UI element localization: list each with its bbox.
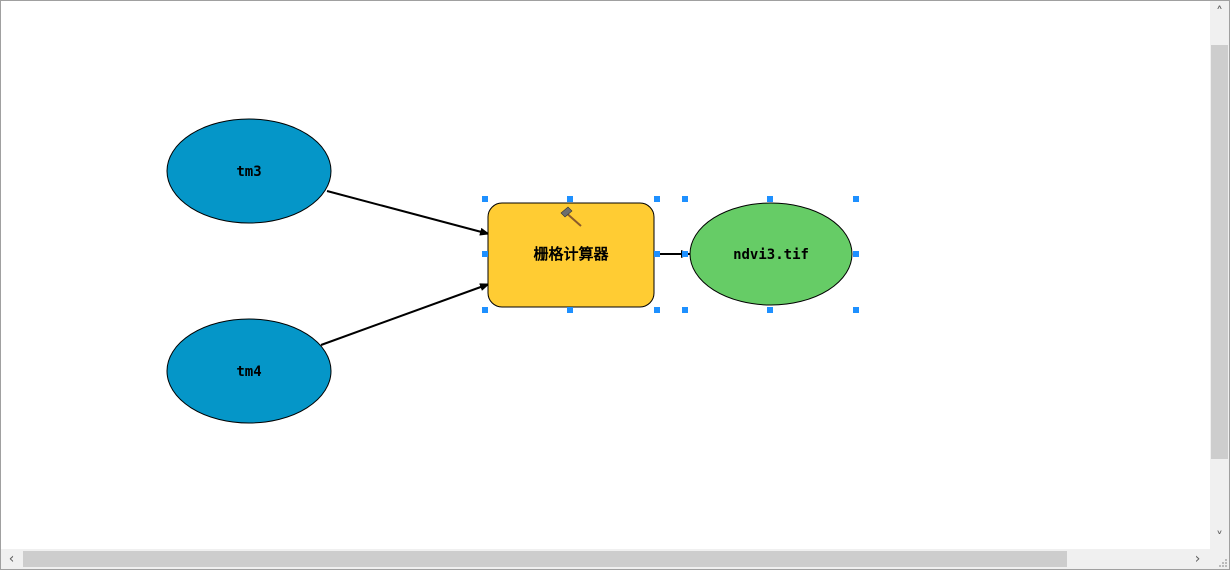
- chevron-right-icon: ›: [1194, 550, 1201, 567]
- output-label: ndvi3.tif: [733, 247, 809, 263]
- model-canvas[interactable]: tm3 tm4 栅格计算器 ndvi3.tif: [1, 1, 1210, 549]
- tm4-label: tm4: [236, 364, 261, 380]
- scroll-right-button[interactable]: ›: [1188, 549, 1207, 568]
- horizontal-scrollbar[interactable]: ‹ ›: [1, 549, 1210, 569]
- connector-tm4-to-tool[interactable]: [320, 283, 490, 346]
- output-ellipse: [689, 202, 853, 306]
- selection-handles[interactable]: [482, 196, 859, 313]
- handle-output-tr[interactable]: [853, 196, 859, 202]
- horizontal-scroll-thumb[interactable]: [23, 551, 1067, 567]
- handle-output-br[interactable]: [853, 307, 859, 313]
- resize-grip-icon: [1219, 559, 1227, 567]
- tm3-label: tm3: [236, 164, 261, 180]
- handle-tool-tr[interactable]: [654, 196, 660, 202]
- tool-label: 栅格计算器: [533, 245, 609, 263]
- handle-tool-mr[interactable]: [654, 251, 660, 257]
- vertical-scroll-thumb[interactable]: [1211, 45, 1228, 459]
- handle-output-ml[interactable]: [682, 251, 688, 257]
- handle-output-tl[interactable]: [682, 196, 688, 202]
- input-node-tm3[interactable]: tm3: [166, 118, 332, 224]
- hammer-icon: [560, 206, 582, 227]
- handle-tool-ml[interactable]: [482, 251, 488, 257]
- chevron-down-icon: ˅: [1216, 529, 1223, 546]
- scroll-left-button[interactable]: ‹: [2, 549, 21, 568]
- scroll-up-button[interactable]: ˄: [1210, 3, 1229, 22]
- handle-tool-bl[interactable]: [482, 307, 488, 313]
- resize-grip[interactable]: [1210, 549, 1229, 569]
- connector-tm3-to-tool[interactable]: [326, 190, 490, 236]
- chevron-left-icon: ‹: [8, 550, 15, 567]
- model-diagram: tm3 tm4 栅格计算器 ndvi3.tif: [166, 118, 859, 424]
- tool-node-raster-calculator[interactable]: 栅格计算器: [487, 202, 655, 308]
- handle-output-mr[interactable]: [853, 251, 859, 257]
- handle-tool-tl[interactable]: [482, 196, 488, 202]
- handle-output-tm[interactable]: [767, 196, 773, 202]
- tm3-ellipse: [166, 118, 332, 224]
- handle-output-bm[interactable]: [767, 307, 773, 313]
- tm4-ellipse: [166, 318, 332, 424]
- vertical-scrollbar[interactable]: ˄ ˅: [1210, 1, 1229, 549]
- scroll-down-button[interactable]: ˅: [1210, 528, 1229, 547]
- output-node-ndvi3[interactable]: ndvi3.tif: [689, 202, 853, 306]
- handle-output-bl[interactable]: [682, 307, 688, 313]
- handle-tool-bm[interactable]: [567, 307, 573, 313]
- chevron-up-icon: ˄: [1216, 4, 1223, 21]
- handle-tool-tm[interactable]: [567, 196, 573, 202]
- input-node-tm4[interactable]: tm4: [166, 318, 332, 424]
- handle-tool-br[interactable]: [654, 307, 660, 313]
